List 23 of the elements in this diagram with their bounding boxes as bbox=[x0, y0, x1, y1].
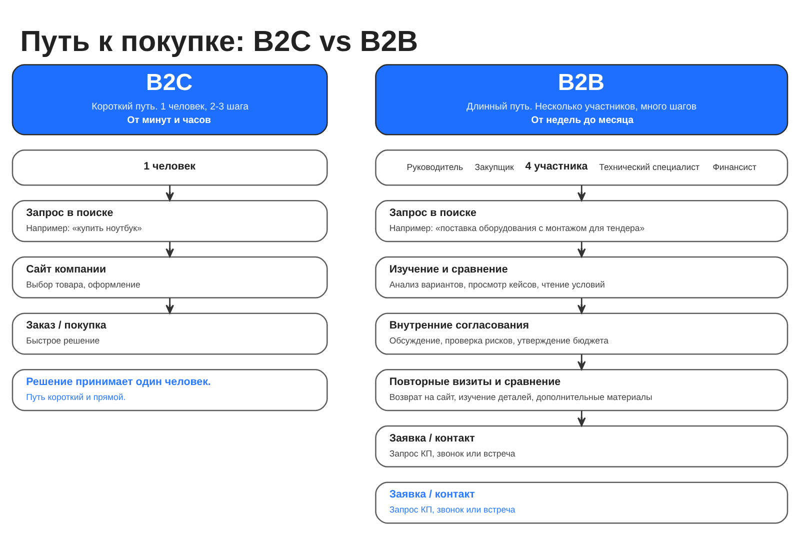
arrow bbox=[166, 242, 174, 258]
arrow bbox=[166, 185, 174, 201]
node-box: Запрос в поиске Например: «поставка оборудования с монтажом для тендера» bbox=[375, 200, 788, 242]
node-box: Запрос в поиске Например: «купить ноутбук» bbox=[12, 200, 328, 242]
node-box: Заказ / покупка Быстрое решение bbox=[12, 312, 328, 355]
node-box: Заявка / контакт Запрос КП, звонок или встреча bbox=[375, 425, 788, 468]
node-box: Заявка / контакт Запрос КП, звонок или встреча bbox=[375, 482, 788, 524]
arrow bbox=[577, 242, 586, 258]
arrow bbox=[577, 298, 586, 314]
node-box: Изучение и сравнение Анализ вариантов, просмотр кейсов, чтение условий bbox=[375, 256, 788, 298]
node-box: 1 человек bbox=[12, 150, 328, 186]
arrow bbox=[577, 410, 586, 426]
node-box: B2C Короткий путь. 1 человек, 2-3 шага От минут и часов bbox=[12, 64, 328, 136]
diagram-title: Путь к покупке: B2C vs B2B bbox=[20, 26, 418, 58]
node-box: Руководитель Закупщик 4 участника Технический специалист Финансист bbox=[375, 150, 788, 186]
arrow bbox=[577, 354, 586, 370]
node-box: Повторные визиты и сравнение Возврат на сайт, изучение деталей, дополнительные материалы bbox=[375, 369, 788, 412]
node-box: Решение принимает один человек. Путь короткий и прямой. bbox=[12, 369, 328, 412]
node-box: B2B Длинный путь. Несколько участников, много шагов От недель до месяца bbox=[375, 64, 788, 136]
node-box: Внутренние согласования Обсуждение, проверка рисков, утверждение бюджета bbox=[375, 312, 788, 355]
node-box: Сайт компании Выбор товара, оформление bbox=[12, 256, 328, 298]
arrow bbox=[166, 298, 174, 314]
arrow bbox=[577, 185, 586, 201]
